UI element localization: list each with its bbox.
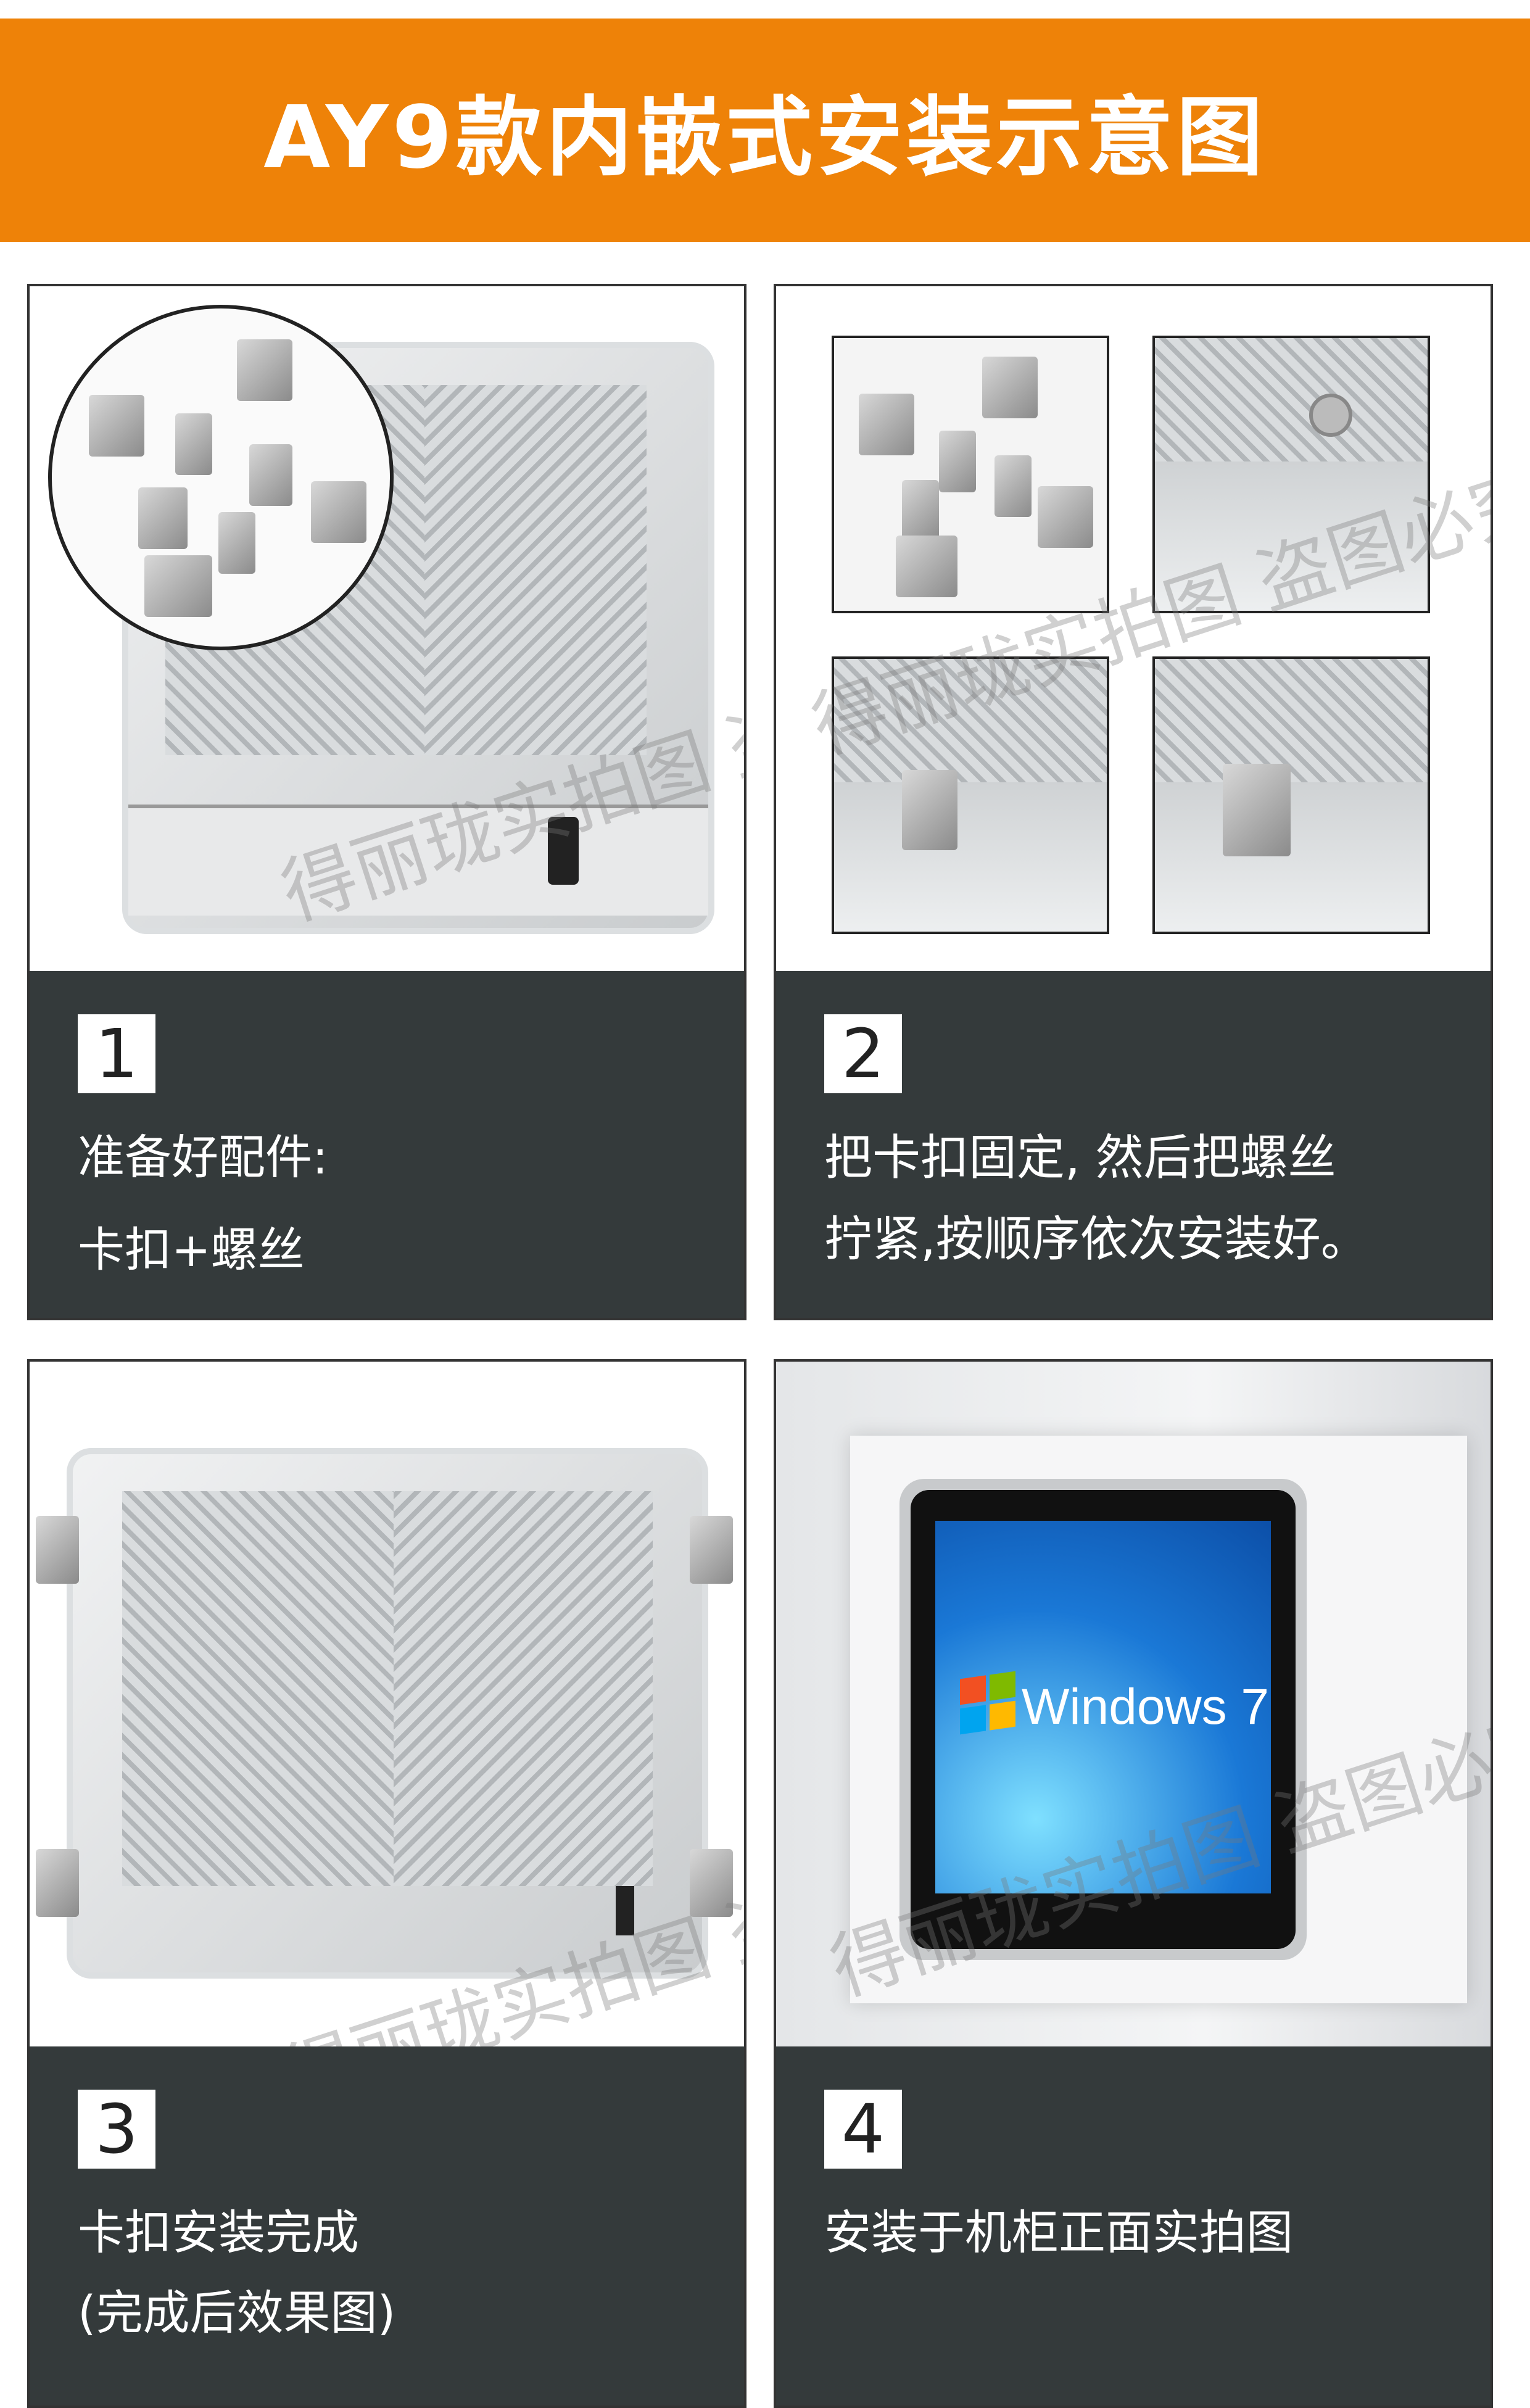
panel-back-with-clips xyxy=(67,1448,708,1979)
title-banner: AY9款内嵌式安装示意图 xyxy=(0,19,1530,242)
step-number-badge: 2 xyxy=(824,1014,902,1093)
step-2-info: 2 把卡扣固定, 然后把螺丝 拧紧,按顺序依次安装好。 xyxy=(776,971,1491,1318)
step-2-image: 得丽珑实拍图 盗图必究 xyxy=(776,286,1491,971)
step-text: 安装于机柜正面实拍图 xyxy=(824,2205,1293,2260)
step-text: 卡扣安装完成 xyxy=(78,2205,359,2260)
step-card-4: Windows 7 得丽珑实拍图 盗图必究 4 安装于机柜正面实拍图 xyxy=(774,1359,1493,2408)
step-4-info: 4 安装于机柜正面实拍图 xyxy=(776,2046,1491,2406)
step-card-2: 得丽珑实拍图 盗图必究 2 把卡扣固定, 然后把螺丝 拧紧,按顺序依次安装好。 xyxy=(774,284,1493,1320)
touch-monitor: Windows 7 xyxy=(899,1479,1307,1960)
step-text: 拧紧,按顺序依次安装好。 xyxy=(824,1212,1369,1267)
step-text: 把卡扣固定, 然后把螺丝 xyxy=(824,1130,1336,1186)
step-number-badge: 3 xyxy=(78,2090,155,2169)
step-1-image: 得丽珑实拍图 盗图必究 xyxy=(30,286,744,971)
step-text: (完成后效果图) xyxy=(78,2285,396,2340)
windows-logo-icon xyxy=(960,1671,1015,1735)
thumb-clip-placed xyxy=(832,656,1109,934)
step-text: 准备好配件: xyxy=(78,1130,328,1185)
step-3-image: 得丽珑实拍图 盗图必究 xyxy=(30,1362,744,2124)
page-title: AY9款内嵌式安装示意图 xyxy=(263,88,1267,188)
step-number-badge: 1 xyxy=(78,1014,155,1093)
step-text: 卡扣+螺丝 xyxy=(78,1222,305,1277)
step-card-3: 得丽珑实拍图 盗图必究 3 卡扣安装完成 (完成后效果图) xyxy=(27,1359,746,2408)
thumb-panel-edge xyxy=(1152,336,1430,613)
step-3-info: 3 卡扣安装完成 (完成后效果图) xyxy=(30,2046,744,2406)
step-card-1: 得丽珑实拍图 盗图必究 1 准备好配件: 卡扣+螺丝 xyxy=(27,284,746,1320)
thumb-accessories xyxy=(832,336,1109,613)
step-1-info: 1 准备好配件: 卡扣+螺丝 xyxy=(30,971,744,1318)
monitor-screen: Windows 7 xyxy=(935,1521,1271,1893)
thumb-screw-tightened xyxy=(1152,656,1430,934)
accessories-closeup xyxy=(48,305,394,650)
os-name: Windows 7 xyxy=(1022,1679,1270,1735)
step-4-image: Windows 7 得丽珑实拍图 盗图必究 xyxy=(776,1362,1491,2046)
step-number-badge: 4 xyxy=(824,2090,902,2169)
